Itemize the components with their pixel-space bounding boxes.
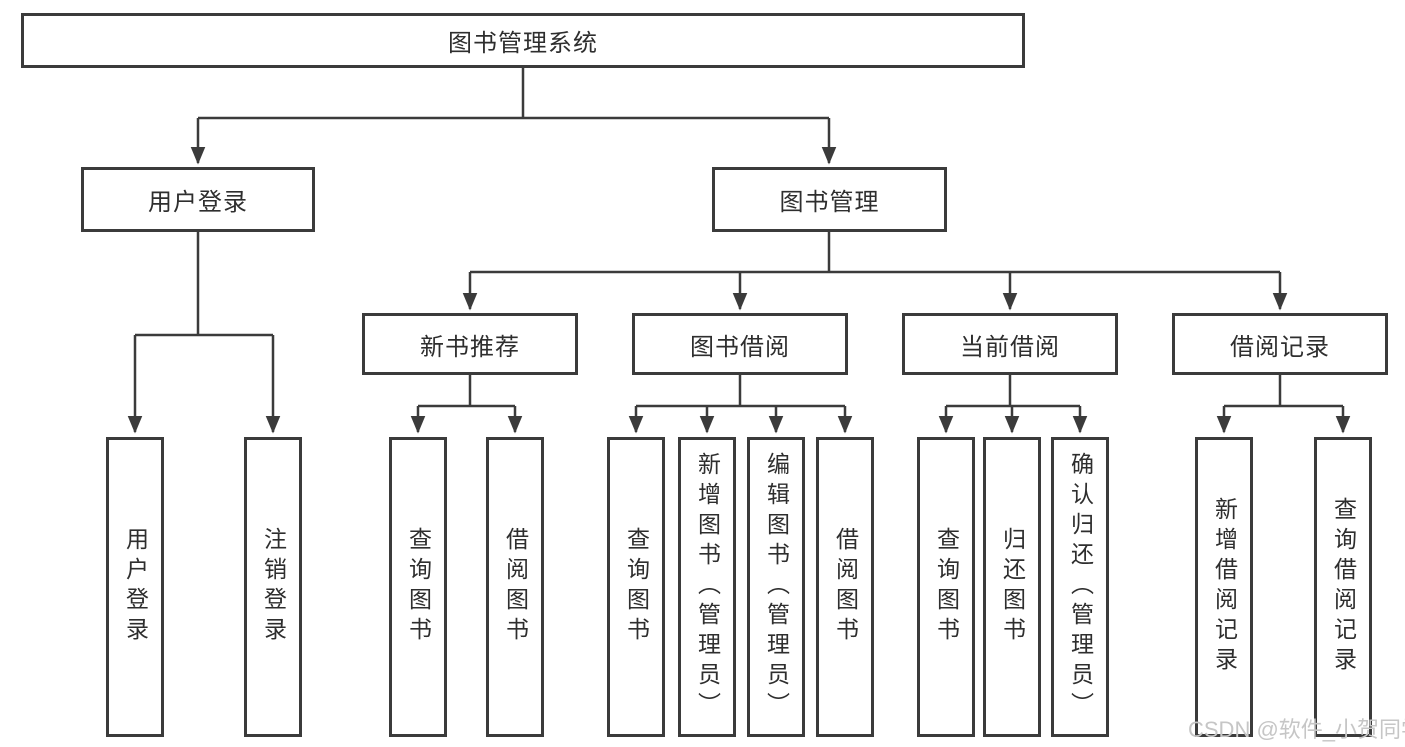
node-user-login: 用户登录 bbox=[81, 167, 315, 232]
connector-trunks bbox=[135, 68, 1343, 408]
node-new-book-recommend: 新书推荐 bbox=[362, 313, 578, 375]
leaf-borrow-books-2-label: 借阅图书 bbox=[832, 527, 859, 647]
node-book-borrow-label: 图书借阅 bbox=[690, 333, 790, 361]
leaf-return-book: 归还图书 bbox=[983, 437, 1041, 737]
leaf-edit-book-admin-label: 编辑图书（管理员） bbox=[763, 452, 790, 722]
node-borrow-records-label: 借阅记录 bbox=[1230, 333, 1330, 361]
leaf-borrow-books-1-label: 借阅图书 bbox=[502, 527, 529, 647]
leaf-user-login-label: 用户登录 bbox=[122, 527, 149, 647]
leaf-query-books-1: 查询图书 bbox=[389, 437, 447, 737]
node-current-borrow: 当前借阅 bbox=[902, 313, 1118, 375]
node-book-management-label: 图书管理 bbox=[779, 189, 880, 216]
node-book-management: 图书管理 bbox=[712, 167, 947, 232]
leaf-add-borrow-record: 新增借阅记录 bbox=[1195, 437, 1253, 737]
leaf-confirm-return-admin: 确认归还（管理员） bbox=[1051, 437, 1109, 737]
leaf-query-books-3-label: 查询图书 bbox=[933, 527, 960, 647]
leaf-edit-book-admin: 编辑图书（管理员） bbox=[747, 437, 805, 737]
leaf-query-books-3: 查询图书 bbox=[917, 437, 975, 737]
leaf-query-borrow-record-label: 查询借阅记录 bbox=[1330, 497, 1357, 677]
leaf-add-borrow-record-label: 新增借阅记录 bbox=[1211, 497, 1238, 677]
node-book-borrow: 图书借阅 bbox=[632, 313, 848, 375]
leaf-query-books-2-label: 查询图书 bbox=[623, 527, 650, 647]
leaf-logout-login: 注销登录 bbox=[244, 437, 302, 737]
node-new-book-recommend-label: 新书推荐 bbox=[420, 333, 520, 361]
leaf-query-books-1-label: 查询图书 bbox=[405, 527, 432, 647]
leaf-query-books-2: 查询图书 bbox=[607, 437, 665, 737]
leaf-borrow-books-2: 借阅图书 bbox=[816, 437, 874, 737]
node-root-label: 图书管理系统 bbox=[448, 30, 598, 57]
leaf-add-book-admin-label: 新增图书（管理员） bbox=[694, 452, 721, 722]
leaf-query-borrow-record: 查询借阅记录 bbox=[1314, 437, 1372, 737]
node-root: 图书管理系统 bbox=[21, 13, 1025, 68]
node-current-borrow-label: 当前借阅 bbox=[960, 333, 1060, 361]
csdn-watermark: CSDN @软件_小贺同学 bbox=[1188, 717, 1405, 742]
leaf-borrow-books-1: 借阅图书 bbox=[486, 437, 544, 737]
node-user-login-label: 用户登录 bbox=[148, 189, 248, 216]
leaf-return-book-label: 归还图书 bbox=[999, 527, 1026, 647]
node-borrow-records: 借阅记录 bbox=[1172, 313, 1388, 375]
leaf-logout-login-label: 注销登录 bbox=[260, 527, 287, 647]
leaf-add-book-admin: 新增图书（管理员） bbox=[678, 437, 736, 737]
leaf-confirm-return-admin-label: 确认归还（管理员） bbox=[1067, 452, 1094, 722]
leaf-user-login: 用户登录 bbox=[106, 437, 164, 737]
